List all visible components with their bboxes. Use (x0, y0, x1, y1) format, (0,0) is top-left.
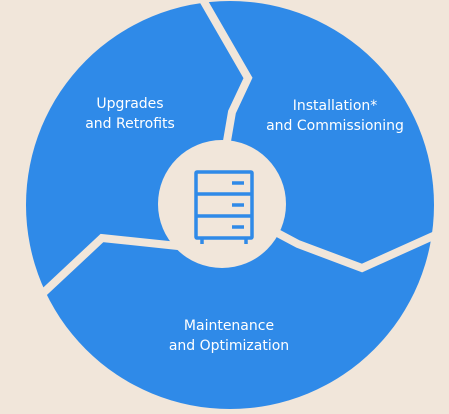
hub-circle (158, 140, 286, 268)
segment-label-maintenance-line1: Maintenance (183, 318, 275, 334)
segment-label-upgrades: Upgrades and Retrofits (62, 94, 198, 134)
segment-divider-right (266, 224, 444, 273)
segment-label-installation: Installation* and Commissioning (240, 96, 430, 136)
segment-label-maintenance-line2: and Optimization (168, 338, 290, 354)
segment-divider-left (37, 233, 179, 299)
segment-label-installation-line1: Installation* (292, 98, 378, 114)
segment-label-installation-line2: and Commissioning (266, 118, 404, 134)
segment-label-upgrades-line2: and Retrofits (85, 116, 175, 132)
segment-label-upgrades-line1: Upgrades (96, 96, 164, 112)
server-rack-icon (194, 170, 254, 244)
segment-label-maintenance: Maintenance and Optimization (140, 316, 318, 356)
